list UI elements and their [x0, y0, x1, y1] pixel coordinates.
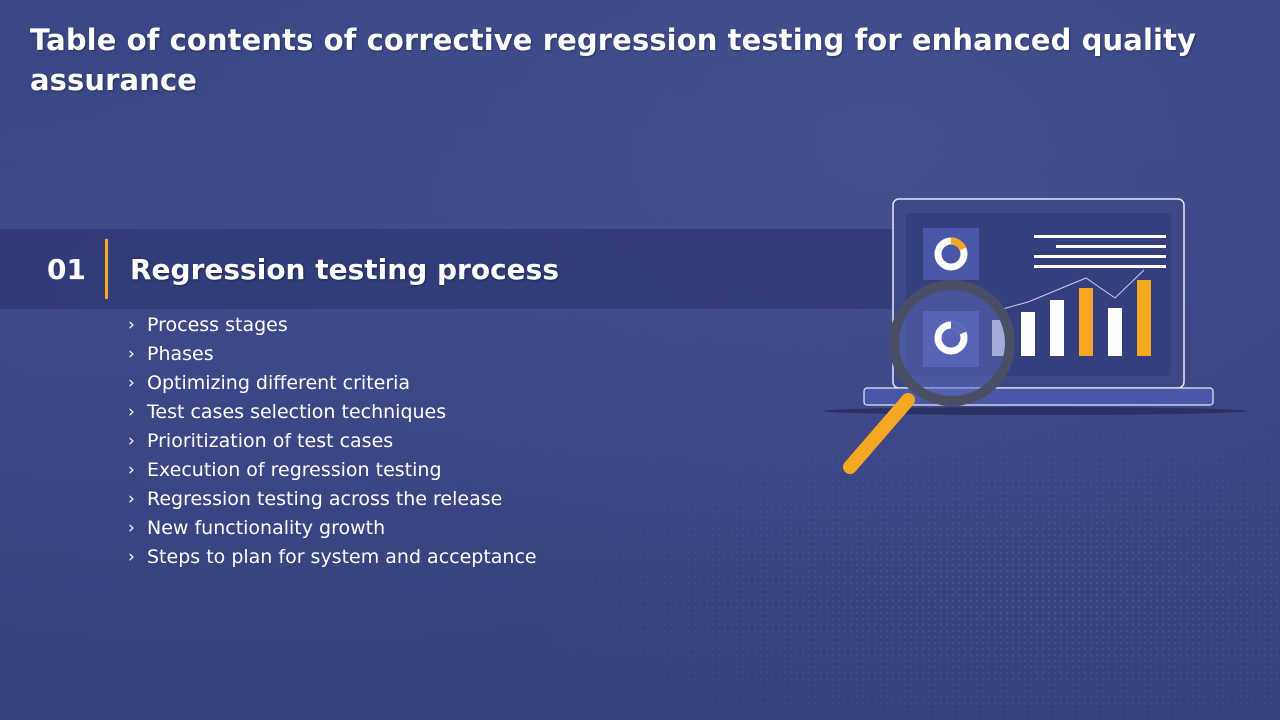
chevron-right-icon: › [128, 517, 135, 538]
list-item: › Optimizing different criteria [128, 369, 537, 398]
list-item: › Test cases selection techniques [128, 398, 537, 427]
list-item-label: Phases [147, 343, 214, 366]
chevron-right-icon: › [128, 431, 135, 451]
laptop-analytics-illustration [823, 198, 1247, 474]
chevron-right-icon: › [128, 402, 135, 423]
list-item-label: Test cases selection techniques [147, 401, 447, 424]
section-title: Regression testing process [130, 253, 559, 286]
section-header-band [0, 229, 905, 309]
illustration-bar [1137, 280, 1151, 356]
list-item-label: Process stages [147, 314, 288, 337]
illustration-bar [1050, 300, 1064, 356]
list-item: › Steps to plan for system and acceptance [128, 542, 537, 571]
chevron-right-icon: › [128, 546, 135, 567]
donut-chart-icon [923, 228, 979, 280]
trend-line [998, 269, 1145, 311]
chevron-right-icon: › [128, 315, 135, 336]
dot-pattern-decoration [500, 400, 1280, 720]
list-item: › Execution of regression testing [128, 455, 537, 484]
illustration-bar [1021, 312, 1035, 356]
chevron-right-icon: › [128, 373, 135, 394]
section-divider [105, 239, 108, 299]
section-number: 01 [47, 253, 86, 286]
list-item: › Phases [128, 340, 537, 369]
section-item-list: › Process stages › Phases › Optimizing diff… [128, 311, 537, 571]
illustration-bar [1079, 288, 1093, 356]
list-item-label: New functionality growth [147, 516, 386, 539]
magnifying-glass-icon [843, 280, 1015, 474]
list-item-label: Steps to plan for system and acceptance [147, 545, 537, 568]
list-item: › Prioritization of test cases [128, 427, 537, 456]
list-item-label: Execution of regression testing [147, 458, 442, 481]
text-lines-decoration [1034, 235, 1166, 268]
list-item: › Process stages [128, 311, 537, 340]
chevron-right-icon: › [128, 488, 135, 509]
laptop-shadow [823, 407, 1247, 415]
chevron-right-icon: › [128, 344, 135, 365]
list-item-label: Optimizing different criteria [147, 372, 411, 395]
slide-title: Table of contents of corrective regressi… [30, 23, 1197, 97]
list-item: › New functionality growth [128, 513, 537, 542]
chevron-right-icon: › [128, 459, 135, 480]
list-item-label: Prioritization of test cases [147, 430, 394, 452]
list-item-label: Regression testing across the release [147, 487, 503, 510]
list-item: › Regression testing across the release [128, 484, 537, 513]
illustration-bar [1108, 308, 1122, 356]
